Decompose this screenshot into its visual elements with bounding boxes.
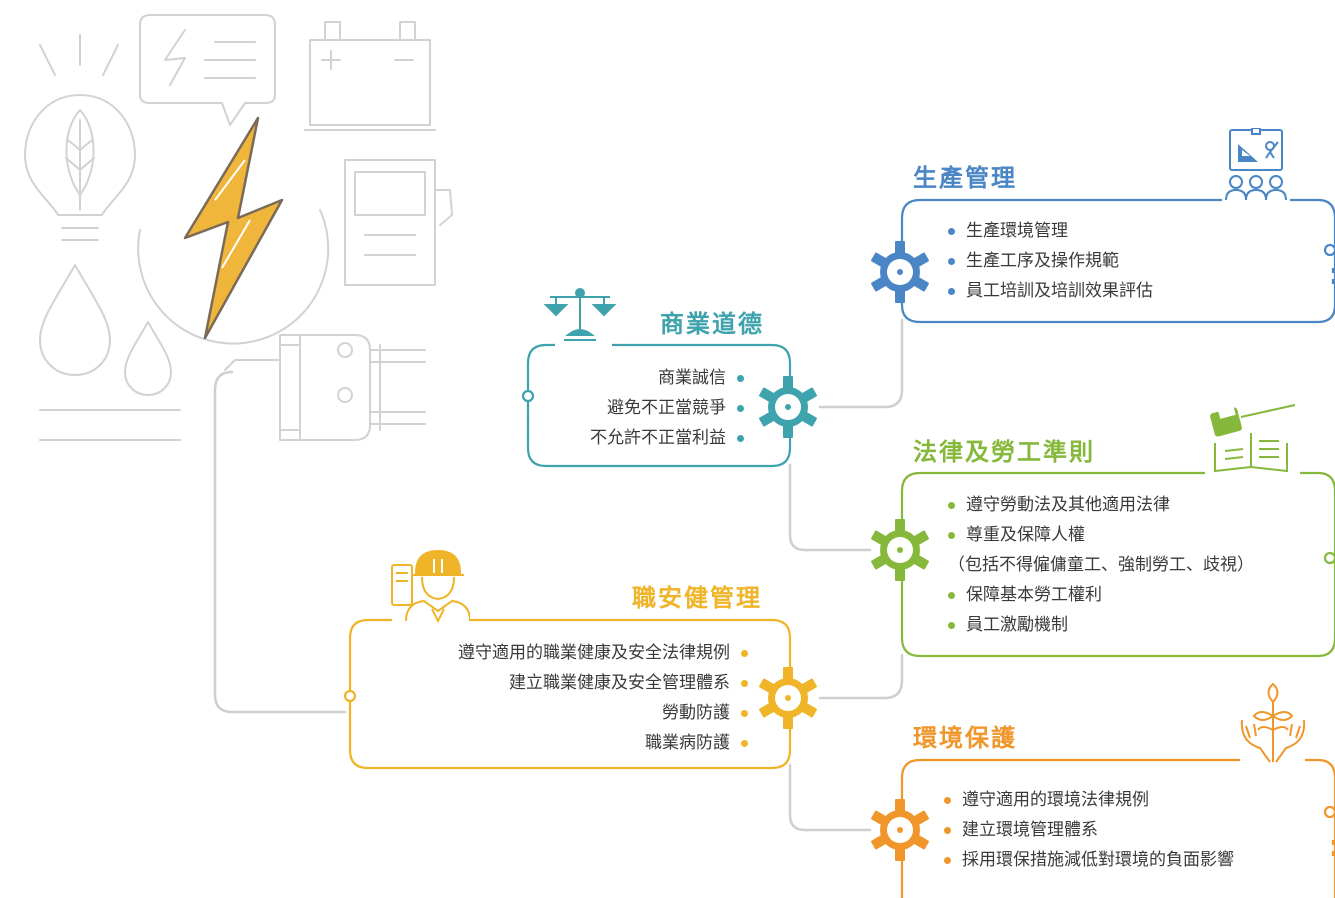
list-item: 建立環境管理體系 xyxy=(940,815,1234,845)
list-item: 保障基本勞工權利 xyxy=(944,580,1254,610)
list-item: 員工激勵機制 xyxy=(944,610,1254,640)
ethics-box-outline xyxy=(521,343,792,468)
labor-list: 遵守勞動法及其他適用法律 尊重及保障人權 （包括不得僱傭童工、強制勞工、歧視） … xyxy=(944,490,1254,640)
gear-icon xyxy=(871,519,929,581)
water-drops-icon xyxy=(39,264,181,441)
energy-decor xyxy=(24,14,453,441)
list-item: 避免不正當競爭 xyxy=(590,393,748,423)
gear-icon xyxy=(871,799,929,861)
environment-list: 遵守適用的環境法律規例 建立環境管理體系 採用環保措施減低對環境的負面影響 xyxy=(940,785,1234,875)
team-presentation-icon xyxy=(1225,128,1287,201)
gavel-book-icon xyxy=(1210,404,1296,473)
speech-bubble-lightning-icon xyxy=(139,14,276,126)
gear-icon xyxy=(759,667,817,729)
production-list: 生產環境管理 生產工序及操作規範 員工培訓及培訓效果評估 xyxy=(944,216,1153,306)
labor-title: 法律及勞工準則 xyxy=(913,438,1095,466)
fuel-pump-icon xyxy=(344,159,453,286)
safety-box-outline xyxy=(343,618,792,770)
list-item: 遵守適用的環境法律規例 xyxy=(940,785,1234,815)
gear-icon xyxy=(759,376,817,438)
scales-icon xyxy=(543,288,617,341)
labor-box-outline xyxy=(900,471,1335,658)
production-box-outline xyxy=(900,198,1335,324)
safety-list: 遵守適用的職業健康及安全法律規例 建立職業健康及安全管理體系 勞動防護 職業病防… xyxy=(458,638,752,758)
list-item: 生產工序及操作規範 xyxy=(944,246,1153,276)
hands-plant-icon xyxy=(1240,682,1306,763)
bolt-ring xyxy=(137,209,330,345)
list-item: 建立職業健康及安全管理體系 xyxy=(458,668,752,698)
list-item: 遵守適用的職業健康及安全法律規例 xyxy=(458,638,752,668)
bolt-highlight xyxy=(214,159,251,269)
lightbulb-leaf-icon xyxy=(24,34,136,241)
list-item: 勞動防護 xyxy=(458,698,752,728)
list-item-note: （包括不得僱傭童工、強制勞工、歧視） xyxy=(948,555,1254,575)
battery-icon xyxy=(304,21,436,131)
list-item: 尊重及保障人權 xyxy=(944,520,1254,550)
ethics-list: 商業誠信 避免不正當競爭 不允許不正當利益 xyxy=(590,363,748,453)
worker-helmet-icon xyxy=(391,549,470,623)
list-item: 職業病防護 xyxy=(458,728,752,758)
safety-title: 職安健管理 xyxy=(632,584,762,612)
list-item: 生產環境管理 xyxy=(944,216,1153,246)
production-title: 生產管理 xyxy=(913,164,1017,192)
environment-title: 環境保護 xyxy=(913,724,1017,752)
list-item: 不允許不正當利益 xyxy=(590,423,748,453)
connector-lines xyxy=(213,318,904,832)
lightning-bolt-icon xyxy=(183,116,284,340)
power-plug-icon xyxy=(224,334,426,441)
list-item: 商業誠信 xyxy=(590,363,748,393)
list-item: 採用環保措施減低對環境的負面影響 xyxy=(940,845,1234,875)
list-item: 遵守勞動法及其他適用法律 xyxy=(944,490,1254,520)
list-item: 員工培訓及培訓效果評估 xyxy=(944,276,1153,306)
gear-icon xyxy=(871,241,929,303)
ethics-title: 商業道德 xyxy=(660,310,764,338)
